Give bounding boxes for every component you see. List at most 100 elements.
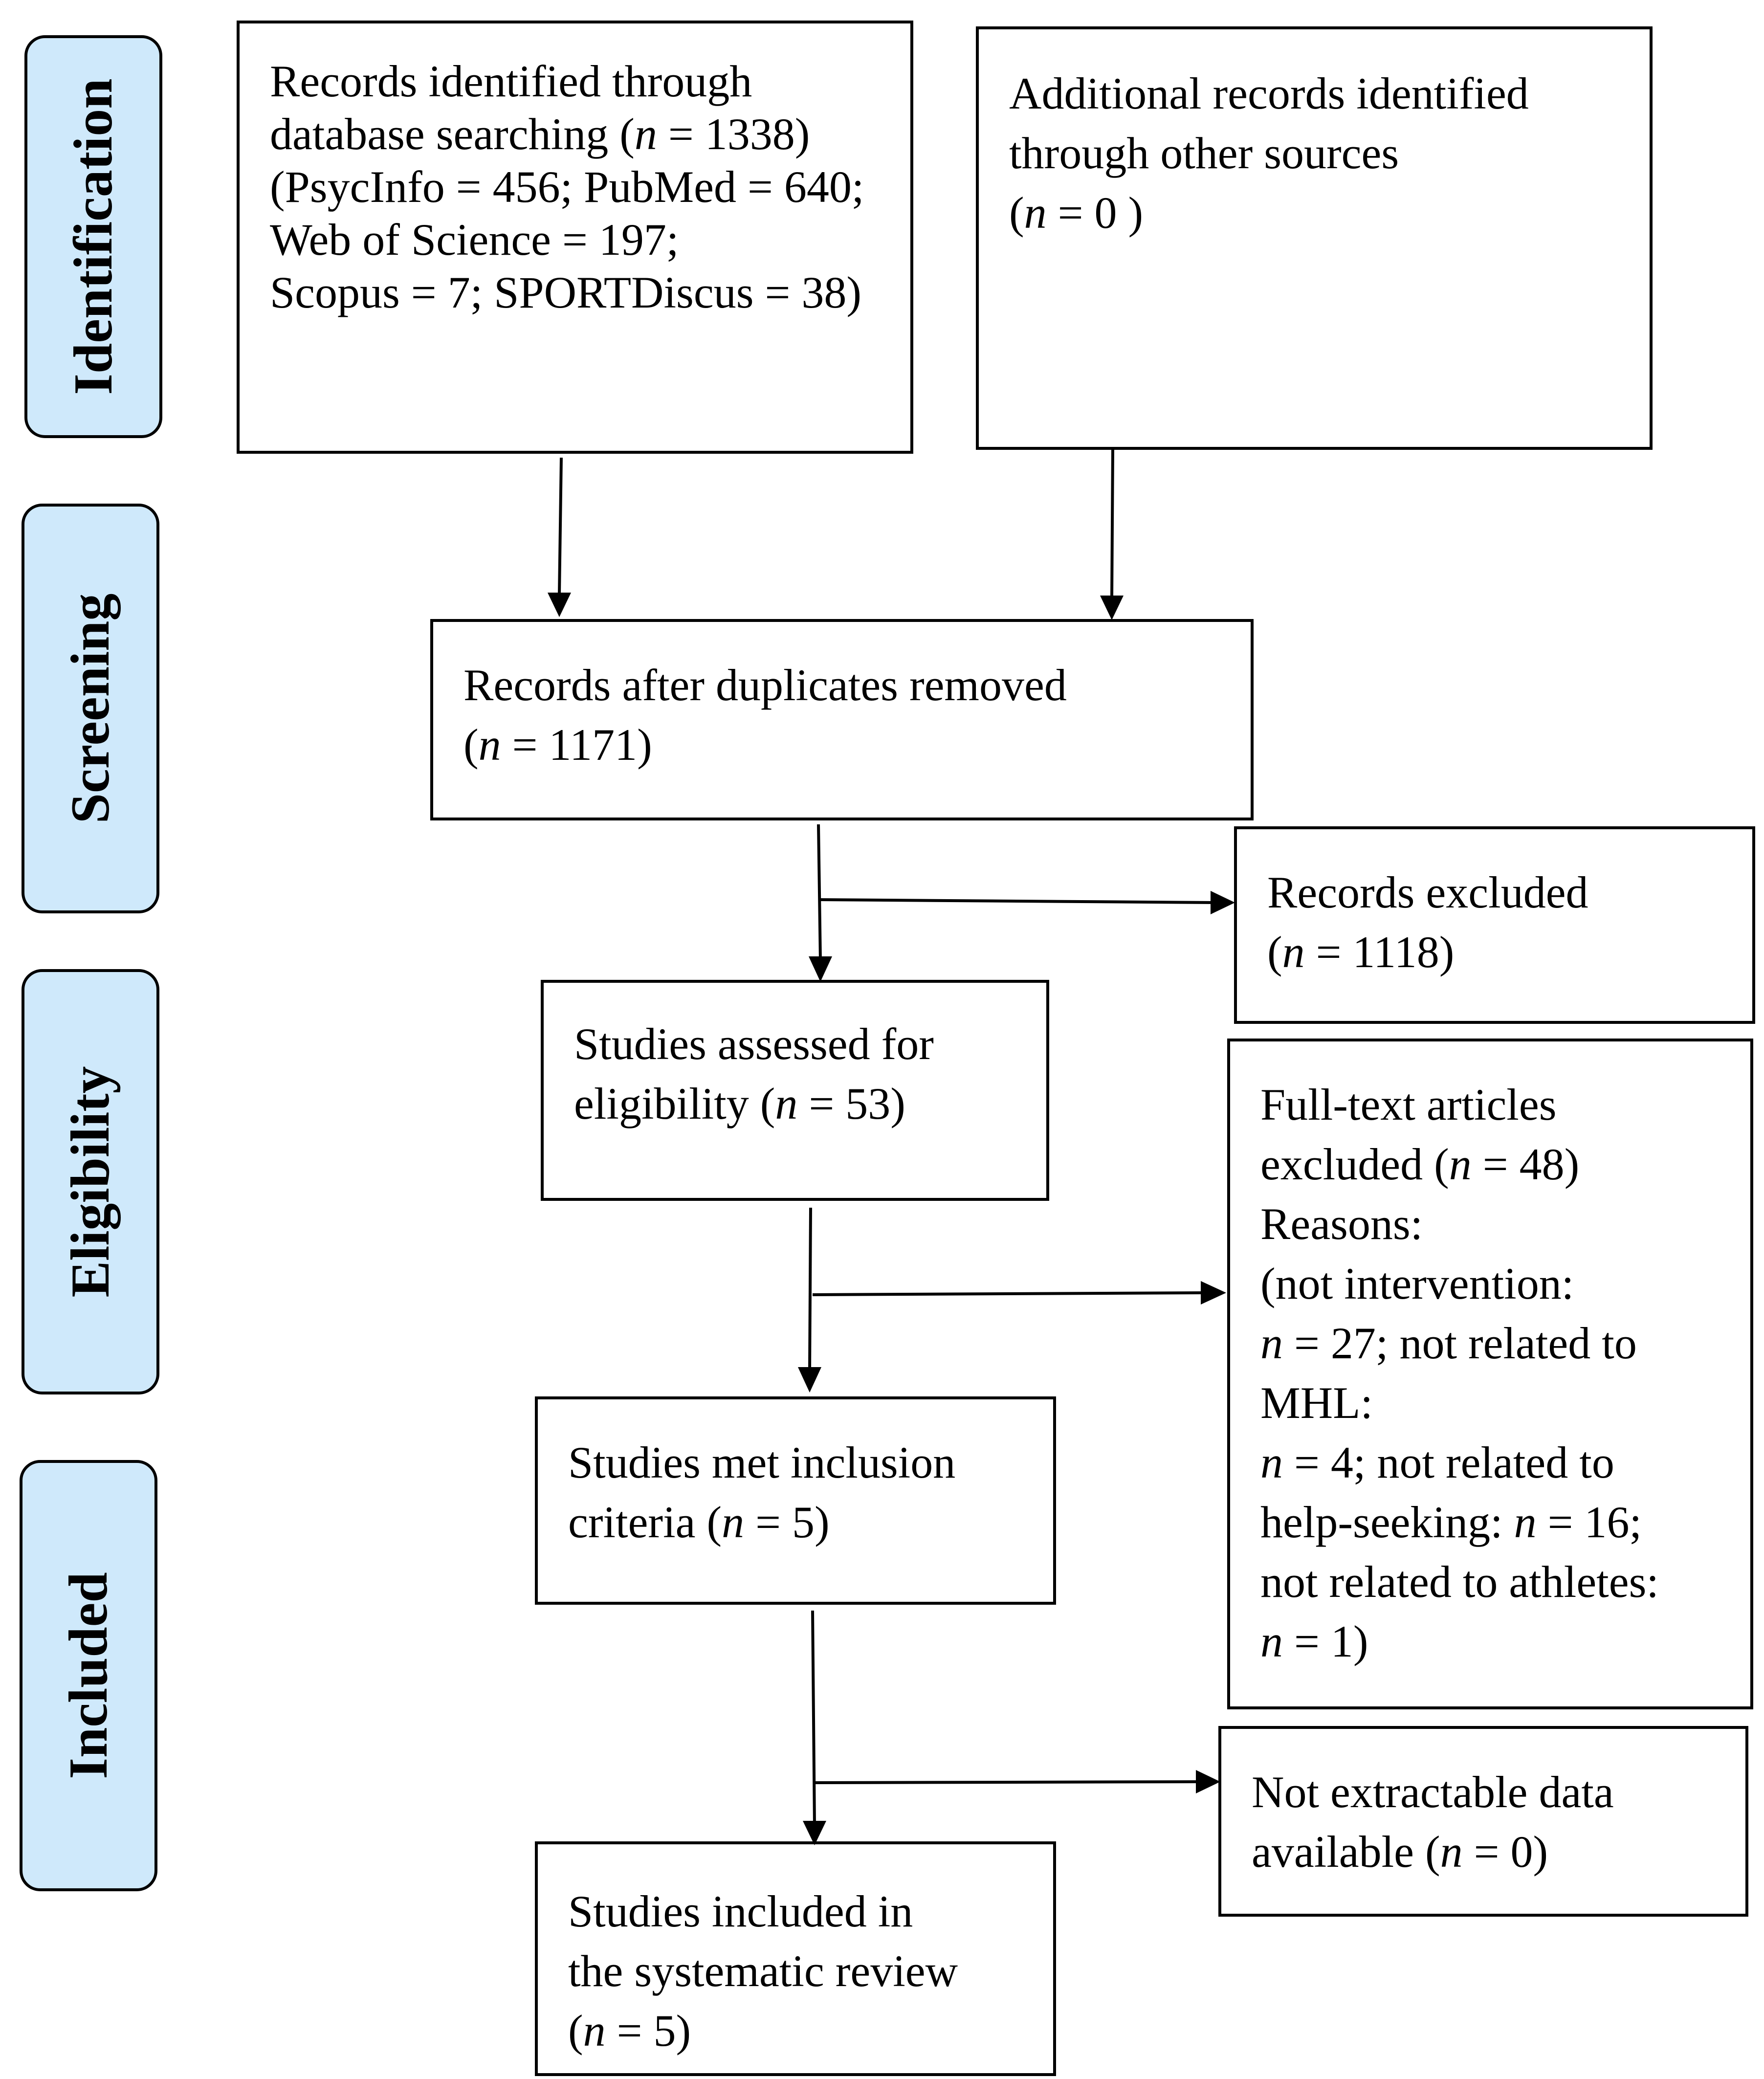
text-segment: eligibility ( [574, 1079, 775, 1128]
text-segment: = 0 ) [1046, 188, 1144, 238]
italic-n: n [1449, 1139, 1472, 1189]
italic-n: n [1514, 1497, 1537, 1547]
italic-n: n [634, 109, 657, 159]
text-segment: Web of Science = 197; [270, 215, 679, 265]
text-segment: ( [463, 720, 479, 770]
box-text-line: Studies assessed for [574, 1014, 1019, 1074]
box-included-review: Studies included in the systematic review… [535, 1841, 1056, 2076]
text-segment: = 1) [1283, 1616, 1368, 1666]
text-segment: = 27; not related to [1283, 1318, 1637, 1368]
box-text-line: criteria (n = 5) [568, 1492, 1026, 1552]
box-text-line: (PsycInfo = 456; PubMed = 640; [270, 160, 883, 213]
text-segment: = 48) [1471, 1139, 1580, 1189]
box-text-line: Additional records identified [1009, 64, 1622, 123]
text-segment: Records identified through [270, 56, 752, 106]
arrowhead-down-2 [1100, 596, 1124, 620]
text-segment: excluded ( [1260, 1139, 1449, 1189]
text-segment: Not extractable data [1252, 1767, 1614, 1817]
arrowhead-right-3 [1196, 1770, 1220, 1793]
text-segment: ( [1267, 927, 1282, 977]
box-text-line: (n = 1171) [463, 715, 1223, 774]
stage-screening: Screening [22, 504, 159, 913]
arrowhead-down-5 [803, 1821, 826, 1845]
italic-n: n [1024, 188, 1047, 238]
box-duplicates-removed: Records after duplicates removed(n = 117… [430, 619, 1254, 820]
arrow-to-records-excluded [819, 898, 1216, 904]
text-segment: = 16; [1536, 1497, 1642, 1547]
text-segment: Additional records identified [1009, 68, 1529, 118]
italic-n: n [722, 1497, 745, 1547]
box-text-line: Studies included in [568, 1881, 1026, 1941]
arrowhead-right-2 [1201, 1281, 1226, 1305]
text-segment: ( [1009, 188, 1024, 238]
italic-n: n [478, 720, 501, 770]
arrow-met-to-included [811, 1610, 816, 1827]
text-segment: help-seeking: [1260, 1497, 1514, 1547]
box-text-line: through other sources [1009, 123, 1622, 183]
box-text-line: Scopus = 7; SPORTDiscus = 38) [270, 266, 883, 319]
italic-n: n [1260, 1438, 1283, 1487]
box-text-line: (not intervention: [1260, 1254, 1723, 1313]
arrowhead-right-1 [1211, 891, 1235, 914]
text-segment: Reasons: [1260, 1199, 1423, 1249]
box-text-line: MHL: [1260, 1373, 1723, 1433]
box-text-line: n = 27; not related to [1260, 1313, 1723, 1373]
italic-n: n [1282, 927, 1305, 977]
box-text-line: Reasons: [1260, 1194, 1723, 1254]
arrowhead-down-3 [809, 956, 832, 982]
italic-n: n [1260, 1318, 1283, 1368]
text-segment: = 0) [1462, 1827, 1548, 1877]
text-segment: = 5) [605, 2006, 691, 2056]
arrow-assessed-to-met [808, 1207, 812, 1372]
box-text-line: Not extractable data [1252, 1762, 1718, 1822]
text-segment: = 1171) [501, 720, 652, 770]
box-text-line: Records excluded [1267, 863, 1725, 922]
box-text-line: eligibility (n = 53) [574, 1074, 1019, 1133]
box-records-excluded: Records excluded(n = 1118) [1234, 826, 1755, 1024]
text-segment: Full-text articles [1260, 1080, 1557, 1129]
text-segment: = 5) [744, 1497, 830, 1547]
box-text-line: Web of Science = 197; [270, 213, 883, 266]
text-segment: (not intervention: [1260, 1259, 1574, 1308]
text-segment: available ( [1252, 1827, 1440, 1877]
text-segment: Scopus = 7; SPORTDiscus = 38) [270, 267, 862, 317]
stage-identification: Identification [24, 35, 162, 438]
arrow-to-fulltext-excluded [812, 1291, 1206, 1296]
stage-eligibility: Eligibility [22, 969, 159, 1394]
box-text-line: (n = 0 ) [1009, 183, 1622, 243]
arrowhead-down-4 [798, 1367, 821, 1393]
box-text-line: Full-text articles [1260, 1075, 1723, 1134]
box-text-line: not related to athletes: [1260, 1552, 1723, 1612]
box-text-line: the systematic review [568, 1941, 1026, 2001]
text-segment: Studies assessed for [574, 1019, 934, 1069]
text-segment: database searching ( [270, 109, 635, 159]
arrow-to-not-extractable [813, 1780, 1202, 1784]
italic-n: n [1260, 1616, 1283, 1666]
box-text-line: database searching (n = 1338) [270, 108, 883, 160]
arrowhead-down-1 [548, 593, 571, 617]
stage-included: Included [20, 1460, 157, 1891]
text-segment: the systematic review [568, 1946, 958, 1996]
text-segment: MHL: [1260, 1378, 1373, 1428]
box-text-line: n = 1) [1260, 1612, 1723, 1671]
box-text-line: excluded (n = 48) [1260, 1134, 1723, 1194]
box-text-line: Studies met inclusion [568, 1433, 1026, 1492]
text-segment: = 1338) [657, 109, 810, 159]
text-segment: criteria ( [568, 1497, 722, 1547]
box-text-line: Records identified through [270, 55, 883, 108]
text-segment: (PsycInfo = 456; PubMed = 640; [270, 162, 864, 212]
box-text-line: help-seeking: n = 16; [1260, 1492, 1723, 1552]
text-segment: Studies included in [568, 1886, 913, 1936]
box-text-line: (n = 1118) [1267, 922, 1725, 982]
text-segment: = 4; not related to [1283, 1438, 1614, 1487]
arrow-heads [548, 593, 1235, 1845]
italic-n: n [775, 1079, 798, 1128]
box-text-line: (n = 5) [568, 2001, 1026, 2060]
